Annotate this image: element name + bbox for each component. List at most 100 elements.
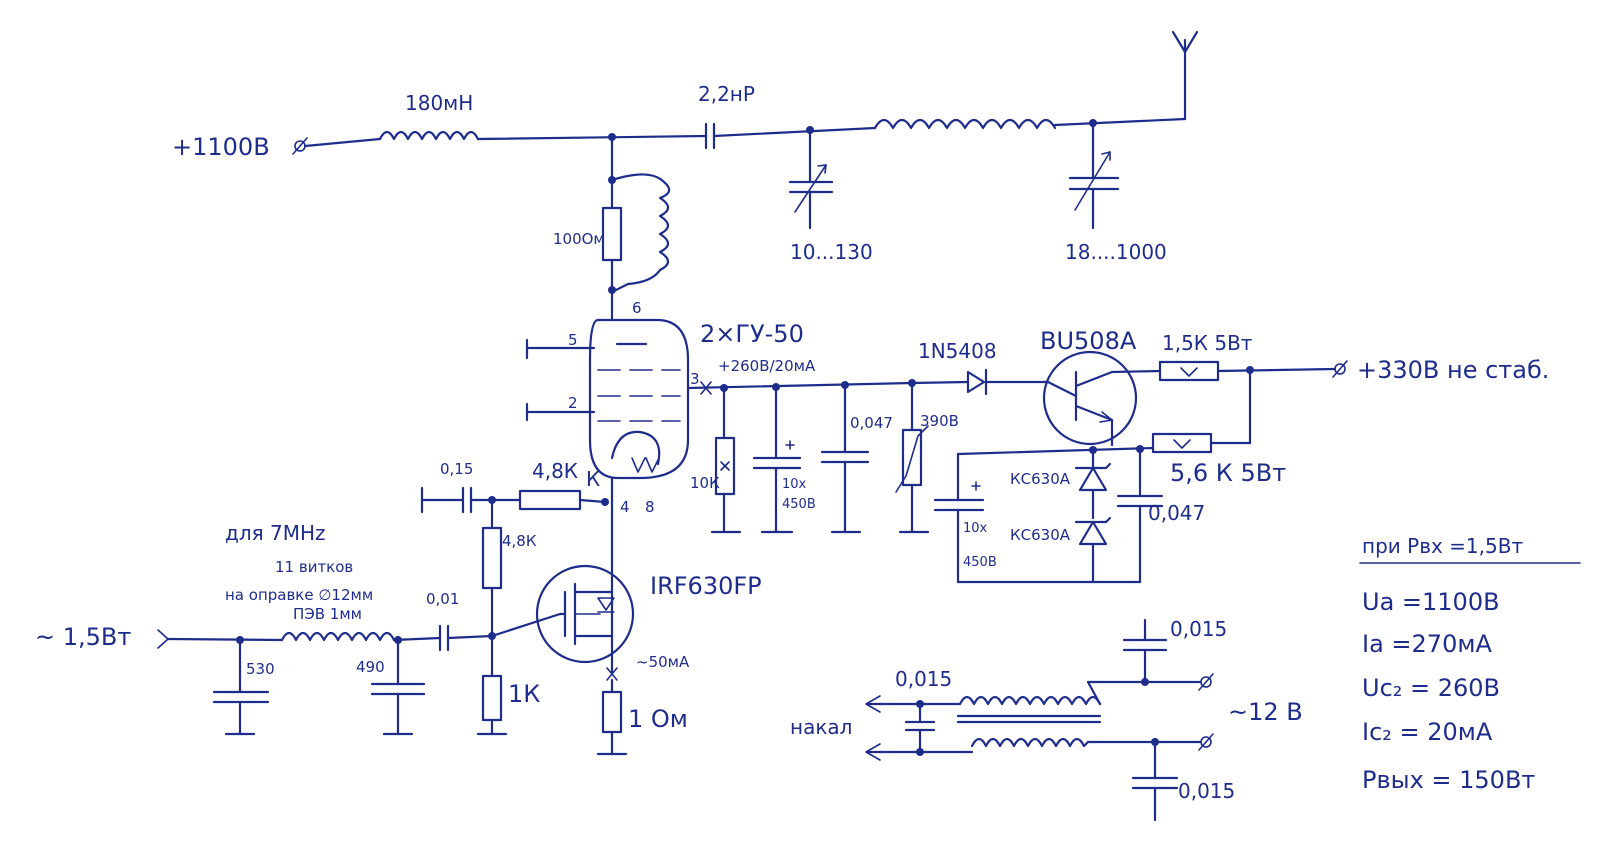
capacitor-530 [212, 638, 270, 736]
coupling-capacitor-label: 2,2нР [698, 82, 755, 106]
heater-supply-terminal-2 [1198, 733, 1214, 751]
spec-ic2: Ic₂ = 20мА [1362, 718, 1493, 746]
node-anode-3 [608, 286, 616, 294]
heater-coil-bottom-lead [1082, 740, 1090, 748]
variable-capacitor-1 [788, 128, 834, 230]
resistor-1k5-label: 1,5К 5Вт [1162, 331, 1253, 355]
label-k: К [586, 467, 600, 491]
hv-supply-label: +1100В [172, 133, 270, 161]
variable-capacitor-2-label: 18....1000 [1065, 240, 1167, 264]
variable-capacitor-2 [1068, 121, 1120, 230]
zener-diode-1 [1074, 448, 1112, 520]
current-measure-point [606, 667, 618, 681]
tube-pin-2-label: 2 [568, 394, 578, 412]
spec-title: при Рвх =1,5Вт [1362, 534, 1523, 558]
electrolytic-cap-2-label-b: 450В [963, 555, 997, 570]
anode-parasitic-choke [610, 173, 671, 294]
heater-coil-top-lead [1086, 680, 1102, 706]
tube-label: 2×ГУ-50 [700, 320, 804, 348]
resistor-1k [476, 634, 508, 736]
diode-wire-left [910, 380, 970, 385]
tube-gu50 [588, 318, 690, 480]
tank-inductor [873, 118, 1057, 130]
zener-bias-wire [956, 446, 1155, 456]
electrolytic-cap-1-label-a: 10х [782, 477, 807, 492]
spec-ia: Ia =270мА [1362, 630, 1492, 658]
heater-cap-left-label: 0,015 [895, 667, 952, 691]
heater-cap-bottom [1131, 740, 1179, 822]
node-heater-1 [1141, 678, 1149, 686]
spec-uc2: Uc₂ = 260В [1362, 674, 1500, 702]
heater-supply-terminal-1 [1198, 673, 1214, 691]
band-note: для 7МНz [225, 521, 326, 545]
tube-pin-4-label: 4 [620, 498, 630, 516]
transistor-label: BU508A [1040, 327, 1137, 355]
antenna-icon [1171, 30, 1199, 121]
resistor-48k-v [481, 498, 503, 638]
capacitor-530-label: 530 [246, 660, 275, 678]
capacitor-0047-1-label: 0,047 [850, 414, 893, 432]
screen-measure-point [700, 381, 712, 395]
diode-label: 1N5408 [918, 339, 997, 363]
heater-out-arrow-1-icon [865, 695, 881, 713]
heater-cap-top [1122, 618, 1168, 684]
heater-supply-label: ~12 В [1228, 698, 1303, 726]
coil-note-2: на оправке ∅12мм [225, 586, 373, 604]
input-arrow-icon [157, 629, 169, 649]
coupling-capacitor [704, 122, 716, 150]
input-inductor [280, 631, 396, 642]
supply-330-terminal [1332, 360, 1348, 378]
supply-330-label: +330В не стаб. [1357, 356, 1549, 384]
variable-capacitor-1-label: 10...130 [790, 240, 873, 264]
tube-pin-3-label: 3 [690, 370, 700, 388]
choke-180-inductor [378, 130, 480, 141]
capacitor-490 [370, 638, 426, 736]
choke-180-label: 180мН [405, 91, 473, 115]
electrolytic-cap-2 [933, 452, 985, 584]
heater-coil-top [958, 695, 1102, 706]
resistor-48k-h [518, 489, 607, 511]
wire-top-4 [1053, 117, 1187, 127]
resistor-1k-label: 1К [508, 680, 540, 708]
transistor-bu508a [1042, 350, 1162, 447]
capacitor-015-label: 0,15 [440, 460, 473, 478]
input-wire [166, 637, 284, 642]
heater-coil-bottom [970, 737, 1086, 748]
capacitor-0047-1 [820, 383, 870, 534]
resistor-10k-label: 10К [690, 474, 720, 492]
varistor-390 [895, 381, 930, 534]
screen-supply-label: +260В/20мА [718, 357, 816, 375]
diode-1n5408 [966, 368, 988, 396]
electrolytic-cap-2-label-a: 10х [963, 521, 988, 536]
capacitor-001 [438, 624, 494, 652]
heater-label: накал [790, 715, 852, 739]
wire-top-1 [303, 137, 382, 148]
resistor-48k-v-label: 4,8К [502, 532, 537, 550]
input-label: ~ 1,5Вт [35, 623, 131, 651]
capacitor-490-label: 490 [356, 658, 385, 676]
gate-wire [490, 612, 562, 638]
tube-pin-8-label: 8 [645, 498, 655, 516]
zener-2-label: КС630А [1010, 526, 1071, 544]
capacitor-0047-2 [1116, 447, 1164, 584]
resistor-5k6-label: 5,6 К 5Вт [1170, 459, 1286, 487]
resistor-48k-h-label: 4,8К [532, 459, 578, 483]
spec-pout: Рвых = 150Вт [1362, 766, 1535, 794]
heater-cap-left [904, 702, 936, 754]
electrolytic-cap-1 [752, 385, 802, 534]
resistor-1ohm [596, 678, 628, 756]
zener-1-label: КС630А [1010, 470, 1071, 488]
anode-resistor [601, 206, 623, 262]
spec-ua: Ua =1100В [1362, 588, 1500, 616]
anode-resistor-label: 100Ом [553, 230, 605, 248]
resistor-1k5 [1158, 360, 1337, 382]
wire-top-3 [712, 126, 877, 138]
mosfet-irf630 [535, 564, 635, 664]
capacitor-015 [420, 486, 522, 514]
heater-out-arrow-2-icon [865, 743, 881, 761]
resistor-10k [710, 386, 742, 534]
current-50-label: ~50мА [636, 653, 690, 671]
zener-diode-2 [1074, 516, 1112, 584]
electrolytic-cap-1-label-b: 450В [782, 497, 816, 512]
